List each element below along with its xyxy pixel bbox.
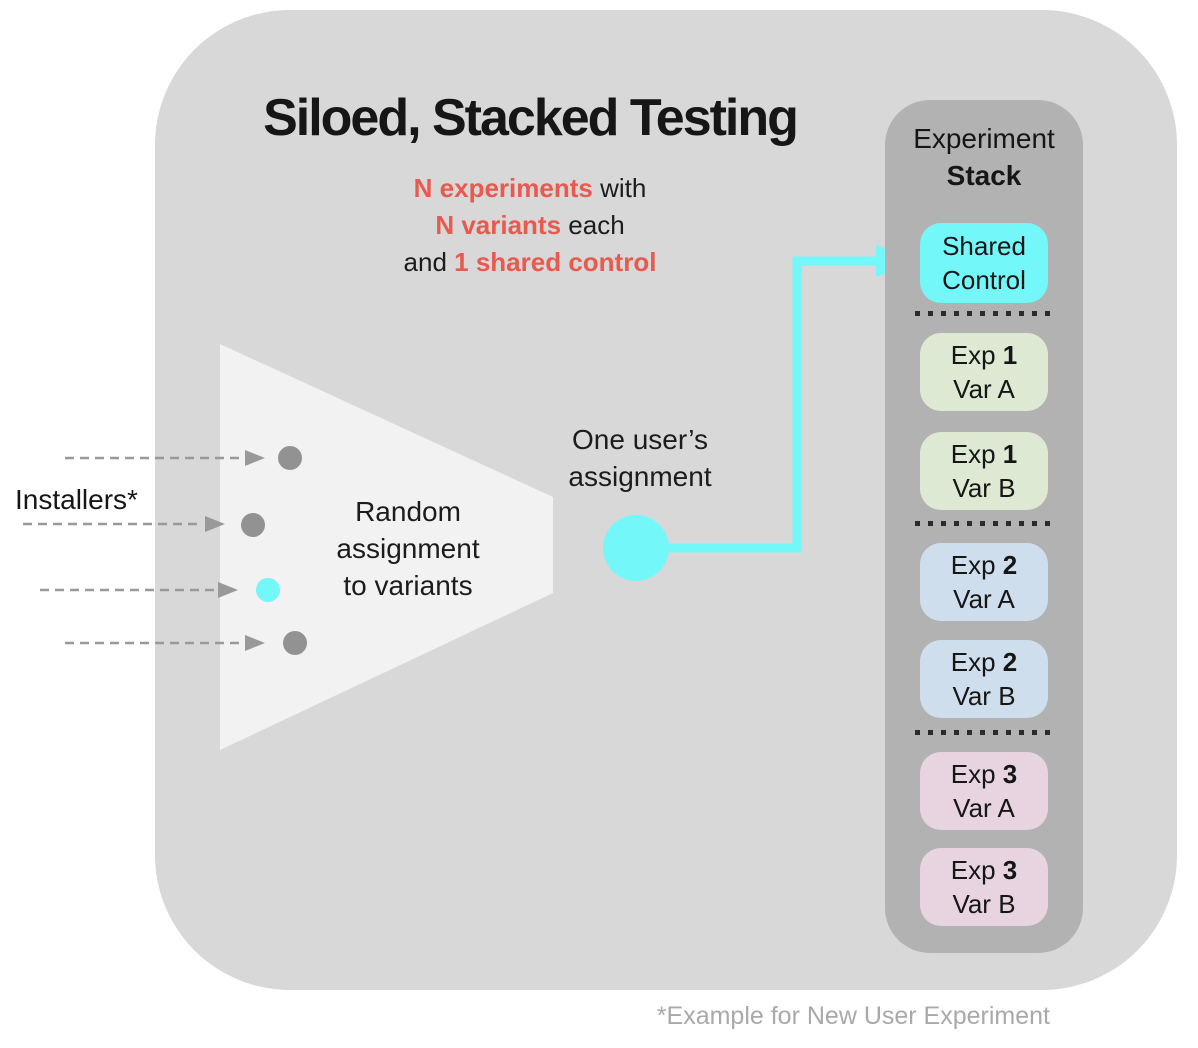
exp3-varB-box: Exp 3 Var B [920,848,1048,926]
exp1-varB-box: Exp 1 Var B [920,432,1048,510]
assignment-caption-line-1: One user’s [572,424,708,455]
exp2-varB-line-2: Var B [952,681,1016,711]
subtitle-highlight-shared-control: 1 shared control [454,247,657,277]
page-title: Siloed, Stacked Testing [263,89,799,147]
experiment-stack-panel: Experiment Stack Shared Control Exp 1 Va… [885,100,1083,953]
assignment-caption: One user’s assignment [540,421,740,495]
funnel-caption-line-2: assignment [336,533,480,564]
subtitle-prefix-3: and [403,247,455,277]
subtitle-highlight-variants: N variants [435,210,562,240]
exp3-varB-line-2: Var B [952,889,1016,919]
subtitle-rest-2: each [561,210,625,240]
experiment-stack-header: Experiment Stack [885,120,1083,194]
stack-separator-2 [915,521,1053,526]
stack-separator-1 [915,311,1053,316]
assignment-caption-line-2: assignment [568,461,712,492]
funnel-caption-line-1: Random [355,496,461,527]
exp3-varA-box: Exp 3 Var A [920,752,1048,830]
funnel-caption: Random assignment to variants [288,493,528,604]
exp1-varA-line-2: Var A [953,374,1015,404]
funnel-caption-line-3: to variants [343,570,473,601]
subtitle: N experiments with N variants each and 1… [255,170,805,281]
footnote: *Example for New User Experiment [656,1002,1050,1030]
stack-separator-3 [915,730,1053,735]
stack-header-line-2: Stack [946,160,1022,191]
exp1-varB-line-1: Exp 1 [950,439,1018,469]
exp2-varB-box: Exp 2 Var B [920,640,1048,718]
subtitle-line-2: N variants each [255,207,805,244]
exp2-varA-line-2: Var A [953,584,1015,614]
exp2-varB-line-1: Exp 2 [950,647,1018,677]
installers-label: Installers* [15,484,138,515]
exp2-varA-box: Exp 2 Var A [920,543,1048,621]
exp3-varB-line-1: Exp 3 [950,855,1018,885]
exp3-varA-line-2: Var A [953,793,1015,823]
exp1-varA-line-1: Exp 1 [950,340,1018,370]
subtitle-line-3: and 1 shared control [255,244,805,281]
shared-control-box: Shared Control [920,223,1048,303]
exp1-varA-box: Exp 1 Var A [920,333,1048,411]
exp1-varB-line-2: Var B [952,473,1016,503]
stack-header-line-1: Experiment [913,123,1055,154]
subtitle-line-1: N experiments with [255,170,805,207]
subtitle-rest-1: with [592,173,647,203]
shared-control-line-2: Control [942,265,1026,295]
exp2-varA-line-1: Exp 2 [950,550,1018,580]
shared-control-line-1: Shared [942,231,1026,261]
subtitle-highlight-experiments: N experiments [413,173,593,203]
exp3-varA-line-1: Exp 3 [950,759,1018,789]
